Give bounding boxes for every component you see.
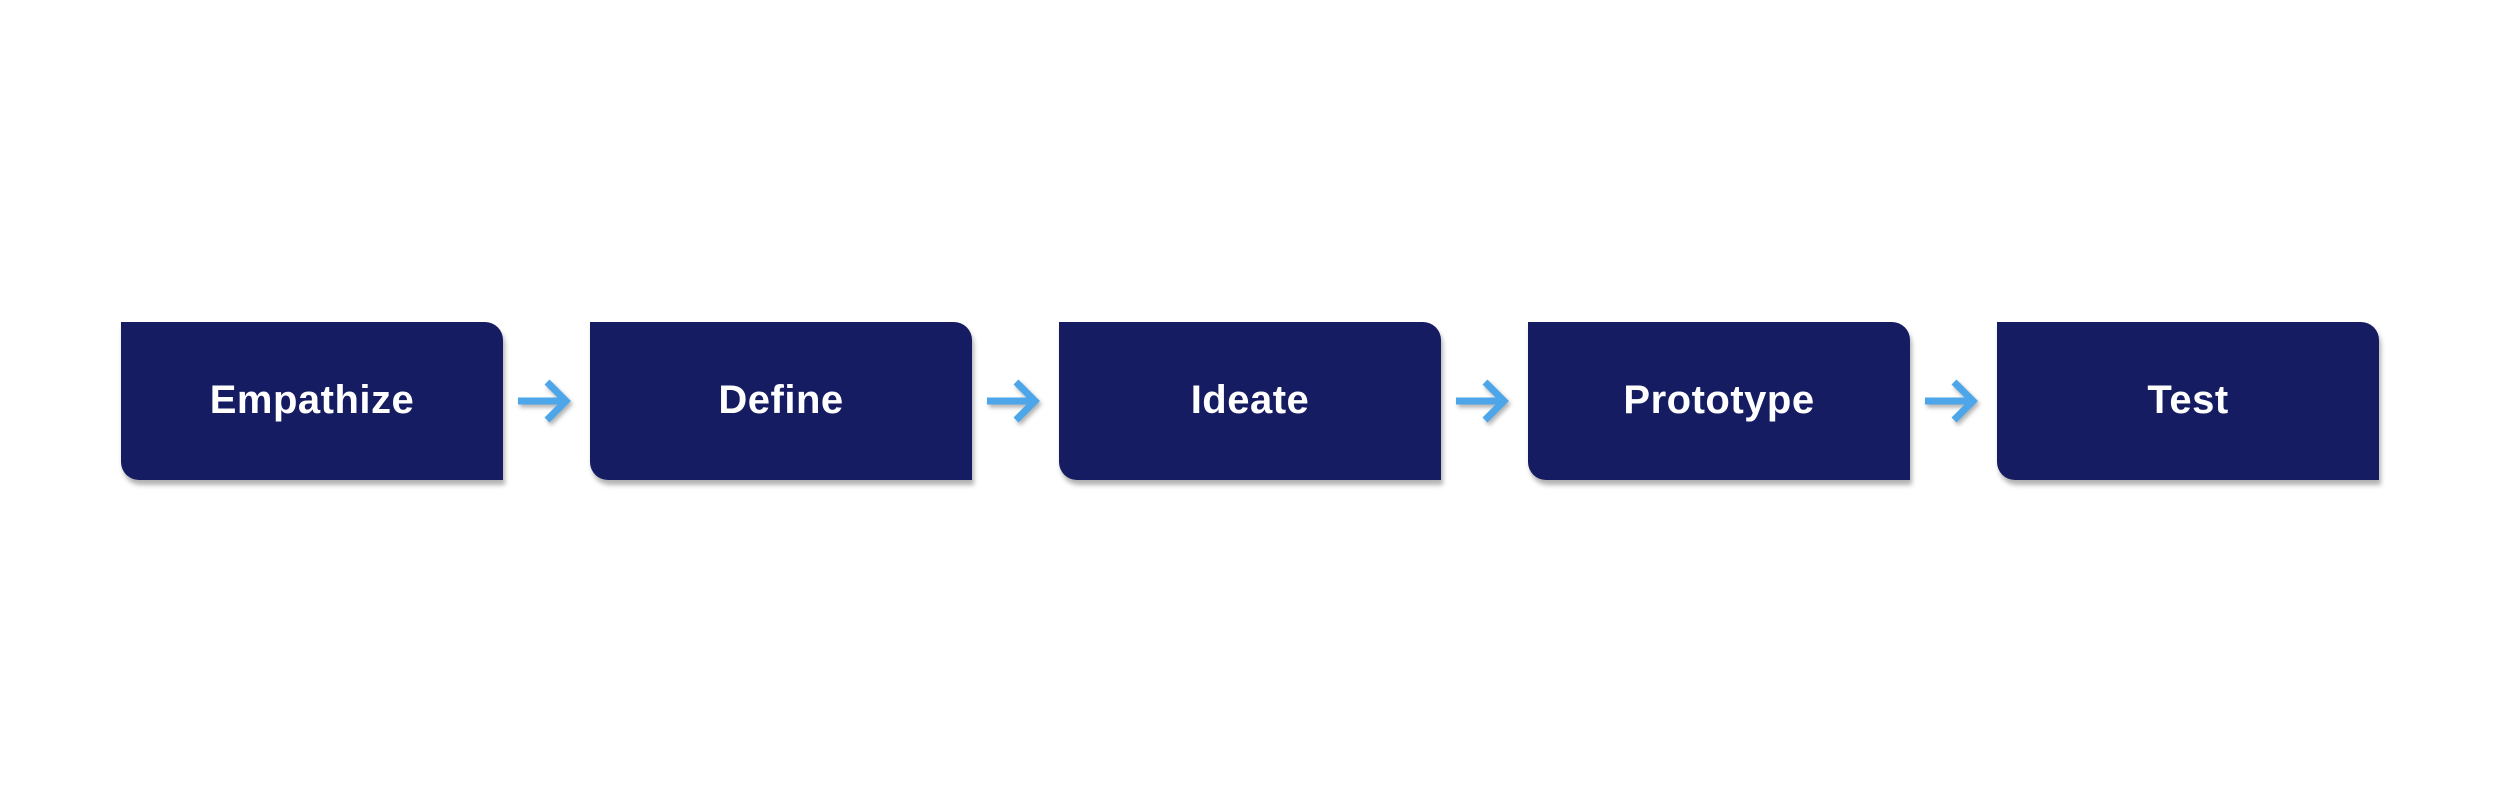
step-box-empathize: Empathize (121, 321, 503, 480)
connector-3 (1441, 322, 1528, 480)
step-box-prototype: Prototype (1528, 321, 1910, 480)
connector-1 (503, 322, 590, 480)
step-box-ideate: Ideate (1059, 321, 1441, 480)
connector-2 (972, 322, 1059, 480)
connector-4 (1910, 322, 1997, 480)
step-label-prototype: Prototype (1623, 377, 1815, 422)
step-label-define: Define (718, 377, 844, 422)
step-label-ideate: Ideate (1190, 377, 1310, 422)
step-box-define: Define (590, 321, 972, 480)
right-arrow-icon (986, 379, 1040, 422)
step-box-test: Test (1997, 321, 2379, 480)
right-arrow-icon (517, 379, 571, 422)
right-arrow-icon (1924, 379, 1978, 422)
right-arrow-icon (1455, 379, 1509, 422)
step-label-empathize: Empathize (209, 377, 415, 422)
step-label-test: Test (2147, 377, 2229, 422)
